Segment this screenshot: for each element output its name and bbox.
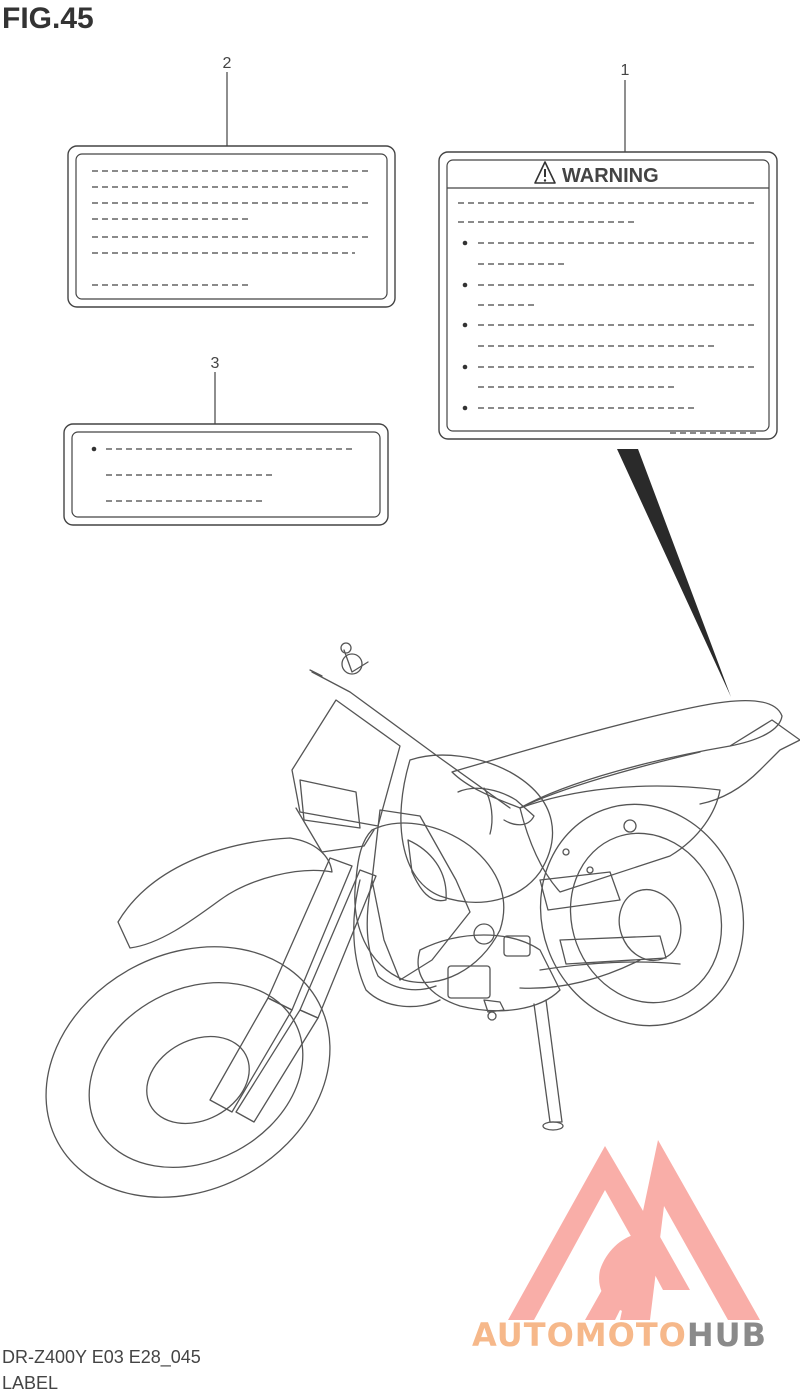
watermark-part-auto: AUTO [472,1316,575,1354]
page-title: FIG.45 [2,2,94,35]
callout-number-2: 2 [223,55,232,72]
label-box-2 [67,145,396,308]
watermark-text: AUTOMOTOHUB [472,1316,767,1354]
warning-heading: WARNING [562,165,659,187]
callout-2: 2 [223,55,232,146]
section-label: LABEL [2,1373,59,1393]
callout-number-3: 3 [211,355,220,372]
label-box-3 [63,423,389,526]
figure-footer: DR-Z400Y E03 E28_045 LABEL [2,1344,201,1396]
watermark-logo-icon [508,1140,760,1320]
warning-bullets [462,240,468,411]
callout-1: 1 [621,62,630,152]
warning-triangle-icon [534,161,556,184]
label-leader-wedge [617,449,731,697]
callout-number-1: 1 [621,62,630,79]
callout-3: 3 [211,355,220,424]
watermark-part-moto: MOTO [574,1316,687,1354]
watermark-part-hub: HUB [686,1316,768,1354]
motorcycle-drawing [45,642,800,1198]
warning-label-box: WARNING [438,151,778,440]
model-code: DR-Z400Y E03 E28_045 [2,1347,201,1367]
